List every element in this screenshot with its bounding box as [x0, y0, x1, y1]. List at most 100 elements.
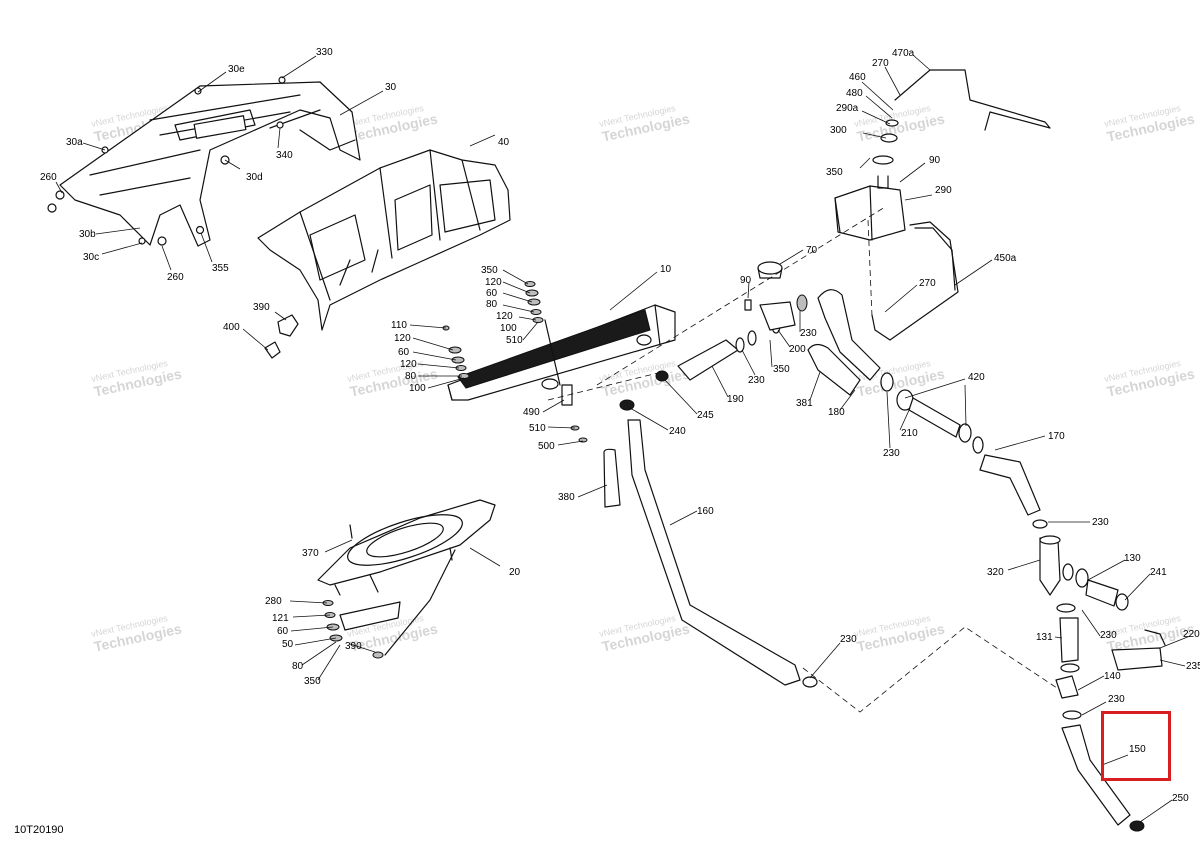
callout-label[interactable]: 241: [1150, 567, 1167, 578]
callout-label[interactable]: 300: [830, 125, 847, 136]
figure-id: 10T20190: [14, 824, 64, 836]
callout-label[interactable]: 270: [919, 278, 936, 289]
callout-label[interactable]: 480: [846, 88, 863, 99]
callout-label[interactable]: 390: [345, 641, 362, 652]
callout-label[interactable]: 330: [316, 47, 333, 58]
callout-label[interactable]: 180: [828, 407, 845, 418]
callout-label[interactable]: 10: [660, 264, 672, 275]
callout-label[interactable]: 230: [1092, 517, 1109, 528]
callout-label[interactable]: 290: [935, 185, 952, 196]
thermostat-housing-part: [744, 261, 808, 331]
highlight-box: [1101, 711, 1171, 781]
callout-label[interactable]: 80: [405, 371, 417, 382]
callout-label[interactable]: 30: [385, 82, 397, 93]
callout-label[interactable]: 200: [789, 344, 806, 355]
callout-label[interactable]: 90: [929, 155, 941, 166]
callout-label[interactable]: 320: [987, 567, 1004, 578]
callout-label[interactable]: 280: [265, 596, 282, 607]
callout-label[interactable]: 120: [496, 311, 513, 322]
pipe-210-part: [880, 372, 984, 454]
callout-label[interactable]: 350: [773, 364, 790, 375]
callout-label[interactable]: 350: [826, 167, 843, 178]
callout-label[interactable]: 500: [538, 441, 555, 452]
callout-label[interactable]: 30e: [228, 64, 245, 75]
callout-label[interactable]: 420: [968, 372, 985, 383]
callout-label[interactable]: 170: [1048, 431, 1065, 442]
callout-label[interactable]: 230: [748, 375, 765, 386]
leader-lines: [55, 54, 1191, 823]
callout-label[interactable]: 510: [529, 423, 546, 434]
callout-label[interactable]: 20: [509, 567, 521, 578]
hose-160-part: [627, 419, 818, 688]
callout-label[interactable]: 370: [302, 548, 319, 559]
body-panel-part: [257, 149, 511, 331]
callout-label[interactable]: 290a: [836, 103, 859, 114]
callout-label[interactable]: 340: [276, 150, 293, 161]
callout-label[interactable]: 245: [697, 410, 714, 421]
callout-label[interactable]: 131: [1036, 632, 1053, 643]
callout-labels: 330 30e 30 30a 260 30d 340 30b 30c 260 3…: [40, 47, 1200, 804]
callout-label[interactable]: 60: [486, 288, 498, 299]
callout-label[interactable]: 110: [391, 320, 407, 331]
callout-label[interactable]: 230: [840, 634, 857, 645]
hose-380-part: [603, 448, 621, 508]
callout-label[interactable]: 450a: [994, 253, 1017, 264]
hose-180-part: [807, 289, 881, 396]
callout-label[interactable]: 60: [277, 626, 289, 637]
callout-label[interactable]: 40: [498, 137, 510, 148]
callout-label[interactable]: 350: [481, 265, 498, 276]
callout-label[interactable]: 100: [409, 383, 426, 394]
dashed-connections: [547, 206, 1061, 713]
expansion-tank-part: [834, 69, 1051, 341]
callout-label[interactable]: 350: [304, 676, 321, 687]
callout-label[interactable]: 260: [40, 172, 57, 183]
callout-label[interactable]: 80: [292, 661, 304, 672]
callout-label[interactable]: 240: [669, 426, 686, 437]
callout-label[interactable]: 120: [485, 277, 502, 288]
callout-label[interactable]: 460: [849, 72, 866, 83]
hose-170-part: [979, 454, 1048, 529]
callout-label[interactable]: 160: [697, 506, 714, 517]
callout-label[interactable]: 30c: [83, 252, 99, 263]
callout-label[interactable]: 60: [398, 347, 410, 358]
callout-label[interactable]: 400: [223, 322, 240, 333]
callout-label[interactable]: 260: [167, 272, 184, 283]
callout-label[interactable]: 100: [500, 323, 517, 334]
callout-label[interactable]: 230: [883, 448, 900, 459]
callout-label[interactable]: 121: [272, 613, 289, 624]
callout-label[interactable]: 230: [1108, 694, 1125, 705]
callout-label[interactable]: 120: [394, 333, 411, 344]
callout-label[interactable]: 230: [1100, 630, 1117, 641]
callout-label[interactable]: 30d: [246, 172, 263, 183]
callout-label[interactable]: 50: [282, 639, 294, 650]
callout-label[interactable]: 220: [1183, 629, 1200, 640]
callout-label[interactable]: 30a: [66, 137, 83, 148]
callout-label[interactable]: 230: [800, 328, 817, 339]
callout-label[interactable]: 510: [506, 335, 523, 346]
callout-label[interactable]: 270: [872, 58, 889, 69]
callout-label[interactable]: 150: [1129, 744, 1146, 755]
callout-label[interactable]: 140: [1104, 671, 1121, 682]
callout-label[interactable]: 130: [1124, 553, 1141, 564]
callout-label[interactable]: 490: [523, 407, 540, 418]
radiator-part: [447, 304, 676, 401]
callout-label[interactable]: 381: [796, 398, 813, 409]
callout-label[interactable]: 70: [806, 245, 818, 256]
callout-label[interactable]: 355: [212, 263, 229, 274]
fan-assembly-part: [317, 499, 496, 659]
fastener-stack-part: [442, 281, 588, 443]
callout-label[interactable]: 235: [1186, 661, 1200, 672]
callout-label[interactable]: 30b: [79, 229, 96, 240]
callout-label[interactable]: 380: [558, 492, 575, 503]
hose-part: [619, 318, 781, 411]
callout-label[interactable]: 90: [740, 275, 752, 286]
callout-label[interactable]: 120: [400, 359, 417, 370]
callout-label[interactable]: 250: [1172, 793, 1189, 804]
callout-label[interactable]: 190: [727, 394, 744, 405]
callout-label[interactable]: 210: [901, 428, 918, 439]
callout-label[interactable]: 390: [253, 302, 270, 313]
callout-label[interactable]: 80: [486, 299, 498, 310]
callout-label[interactable]: 470a: [892, 48, 915, 59]
